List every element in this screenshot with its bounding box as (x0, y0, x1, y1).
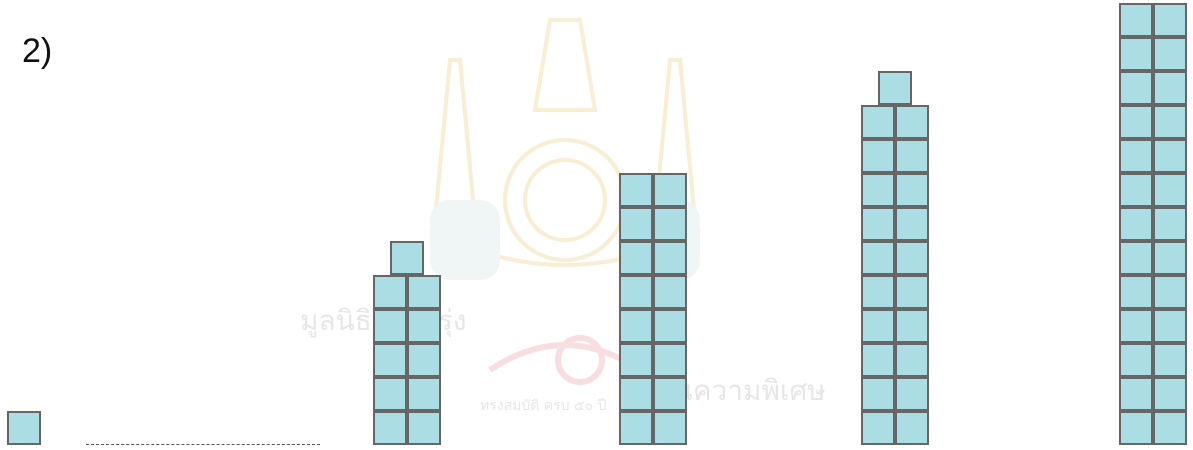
unit-cube (1119, 275, 1153, 309)
unit-cube (1153, 241, 1187, 275)
unit-cube (895, 173, 929, 207)
unit-cube (653, 411, 687, 445)
unit-cube (653, 343, 687, 377)
unit-cube (619, 275, 653, 309)
unit-cube (653, 173, 687, 207)
unit-cube (653, 207, 687, 241)
unit-cube (1119, 37, 1153, 71)
unit-cube (895, 377, 929, 411)
watermark-emblem: มูลนิธิการดีรุ่ง ในความพิเศษ ทรงสมบัติ ค… (280, 0, 840, 450)
unit-cube (895, 207, 929, 241)
unit-cube (1119, 411, 1153, 445)
unit-cube (373, 275, 407, 309)
unit-cube (861, 173, 895, 207)
unit-cube (861, 241, 895, 275)
unit-cube (653, 377, 687, 411)
unit-cube (1153, 309, 1187, 343)
unit-cube (861, 309, 895, 343)
unit-cube (861, 411, 895, 445)
unit-cube (373, 411, 407, 445)
unit-cube (895, 241, 929, 275)
unit-cube (390, 241, 424, 275)
unit-cube (1119, 241, 1153, 275)
single-unit-cube (7, 411, 41, 445)
unit-cube (895, 411, 929, 445)
unit-cube (1119, 3, 1153, 37)
exercise-number: 2) (22, 34, 52, 68)
unit-cube (861, 275, 895, 309)
unit-cube (861, 377, 895, 411)
unit-cube (1119, 343, 1153, 377)
unit-cube (1153, 37, 1187, 71)
unit-cube (1153, 275, 1187, 309)
unit-cube (1119, 173, 1153, 207)
unit-cube (373, 309, 407, 343)
unit-cube (861, 105, 895, 139)
unit-cube (1119, 207, 1153, 241)
unit-cube (1119, 105, 1153, 139)
unit-cube (1153, 207, 1187, 241)
unit-cube (407, 411, 441, 445)
unit-cube (895, 275, 929, 309)
answer-blank-line (86, 444, 320, 445)
unit-cube (1153, 173, 1187, 207)
unit-cube (619, 173, 653, 207)
unit-cube (1119, 377, 1153, 411)
unit-cube (1153, 377, 1187, 411)
unit-cube (895, 343, 929, 377)
unit-cube (619, 343, 653, 377)
unit-cube (619, 207, 653, 241)
unit-cube (895, 309, 929, 343)
unit-cube (407, 377, 441, 411)
unit-cube (861, 207, 895, 241)
unit-cube (878, 71, 912, 105)
unit-cube (1153, 3, 1187, 37)
unit-cube (861, 343, 895, 377)
unit-cube (895, 139, 929, 173)
unit-cube (1119, 71, 1153, 105)
unit-cube (619, 309, 653, 343)
unit-cube (861, 139, 895, 173)
unit-cube (1119, 309, 1153, 343)
unit-cube (619, 411, 653, 445)
unit-cube (1119, 139, 1153, 173)
unit-cube (373, 377, 407, 411)
unit-cube (1153, 105, 1187, 139)
watermark-center-text: ทรงสมบัติ ครบ ๕๐ ปี (480, 398, 607, 414)
unit-cube (895, 105, 929, 139)
unit-cube (1153, 71, 1187, 105)
unit-cube (653, 309, 687, 343)
unit-cube (1153, 139, 1187, 173)
unit-cube (1153, 343, 1187, 377)
unit-cube (653, 241, 687, 275)
unit-cube (619, 377, 653, 411)
unit-cube (407, 309, 441, 343)
unit-cube (407, 343, 441, 377)
unit-cube (653, 275, 687, 309)
unit-cube (1153, 411, 1187, 445)
unit-cube (619, 241, 653, 275)
unit-cube (373, 343, 407, 377)
unit-cube (407, 275, 441, 309)
